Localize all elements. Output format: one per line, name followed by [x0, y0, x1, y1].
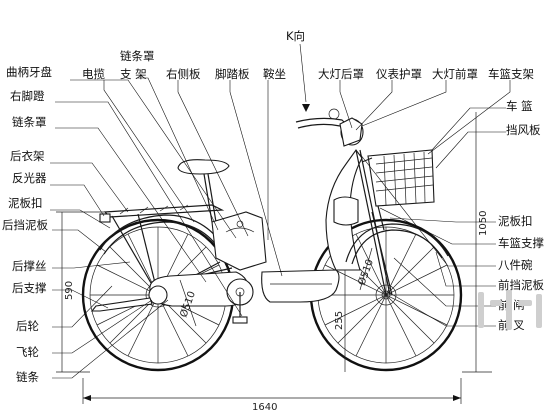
- dim-seat-height: 590: [64, 281, 75, 300]
- watermark-mark: [478, 290, 542, 330]
- mirror: [328, 108, 340, 120]
- label-chain: 链条: [16, 370, 39, 384]
- freewheel: [148, 285, 168, 305]
- label-k-direction: K向: [286, 29, 305, 43]
- label-rear-fender: 后挡泥板: [2, 218, 48, 232]
- bike-body: [81, 108, 463, 372]
- label-rear-support: 后支撑: [12, 281, 47, 295]
- labels-top: 链条罩 支 架 电揽 右侧板 脚踏板 鞍坐 大灯后罩 仪表护罩 大灯前罩 车篮支…: [82, 29, 534, 81]
- reflector: [99, 213, 111, 223]
- label-rear-stay-wire: 后撑丝: [12, 259, 47, 273]
- front-fender: [345, 223, 449, 263]
- label-headlight-front-cover: 大灯前罩: [432, 67, 478, 81]
- rear-fender: [99, 214, 227, 251]
- dimension-labels: 1640 590 255 1050 Ø510 Ø510: [64, 211, 489, 413]
- label-basket-bracket: 车篮支架: [488, 67, 534, 81]
- labels-right: 车 篮 挡风板 泥板扣 车篮支撑 八件碗 前挡泥板 前 闸 前 叉: [498, 99, 544, 332]
- label-cable: 电揽: [82, 67, 105, 81]
- label-freewheel: 飞轮: [16, 345, 39, 359]
- label-headset: 八件碗: [498, 258, 533, 272]
- label-fender-clip-front: 泥板扣: [498, 214, 533, 228]
- leader-lines: [50, 43, 511, 379]
- label-chain-guard-left: 链条罩: [12, 115, 47, 129]
- label-footboard: 脚踏板: [215, 67, 250, 81]
- label-crank-chainring: 曲柄牙盘: [6, 65, 52, 79]
- label-front-fender: 前挡泥板: [498, 278, 544, 292]
- label-rear-rack: 后衣架: [10, 149, 45, 163]
- label-bracket: 支 架: [120, 67, 147, 81]
- label-meter-cover: 仪表护罩: [376, 67, 422, 81]
- label-headlight-rear-cover: 大灯后罩: [318, 67, 364, 81]
- dimension-lines: [56, 112, 492, 404]
- label-windshield: 挡风板: [506, 123, 541, 137]
- label-basket-support: 车篮支撑: [498, 236, 544, 250]
- label-reflector: 反光器: [12, 171, 47, 185]
- footboard: [261, 269, 340, 303]
- dim-front-wheel-diameter: Ø510: [356, 258, 377, 287]
- dim-overall-length: 1640: [252, 402, 277, 413]
- front-basket: [367, 149, 435, 207]
- side-panel: [211, 211, 267, 271]
- label-right-side-panel: 右侧板: [166, 67, 201, 81]
- handlebar: [295, 117, 353, 131]
- label-rear-wheel: 后轮: [16, 319, 39, 333]
- label-fender-clip-rear: 泥板扣: [8, 196, 43, 210]
- label-basket: 车 篮: [506, 99, 533, 113]
- pedal: [232, 316, 248, 324]
- saddle: [177, 159, 230, 175]
- label-right-pedal: 右脚蹬: [10, 89, 45, 103]
- dim-overall-height: 1050: [478, 211, 489, 236]
- labels-left: 曲柄牙盘 右脚蹬 链条罩 后衣架 反光器 泥板扣 后挡泥板 后撑丝 后支撑 后轮…: [2, 65, 52, 384]
- label-saddle: 鞍坐: [263, 67, 286, 81]
- dim-deck-height: 255: [334, 311, 345, 330]
- label-chain-guard-top: 链条罩: [120, 49, 155, 63]
